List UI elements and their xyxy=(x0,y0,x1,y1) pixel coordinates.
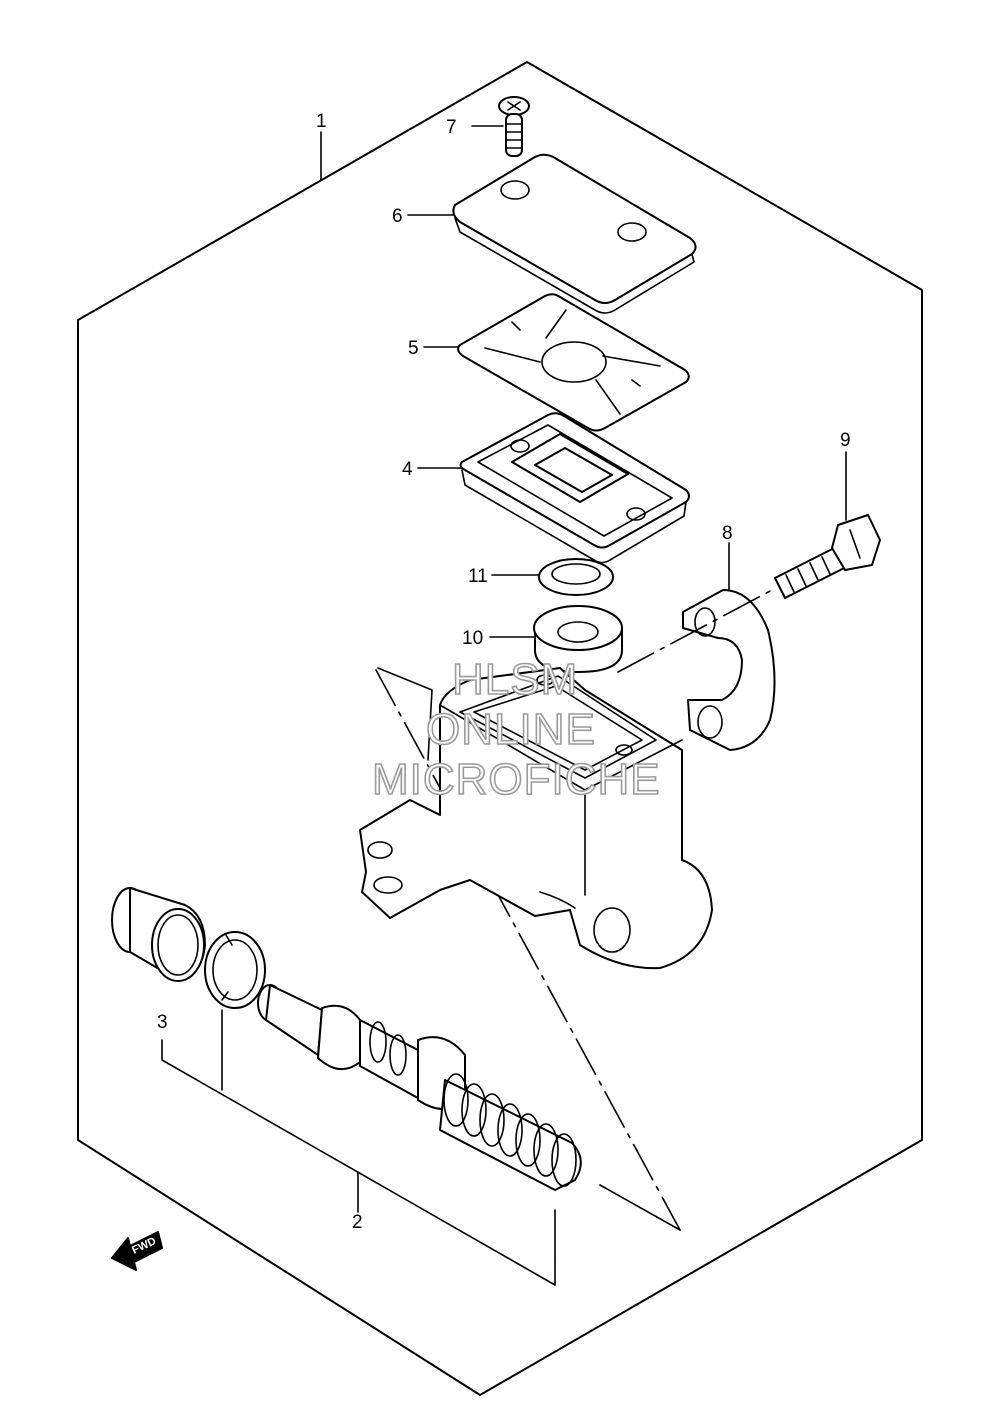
part-8-clamp xyxy=(682,589,776,751)
callout-11: 11 xyxy=(468,566,488,587)
watermark-line-3: MICROFICHE xyxy=(372,755,661,804)
part-6-cap xyxy=(452,153,697,314)
part-10-seal xyxy=(533,605,623,673)
callout-10: 10 xyxy=(462,628,483,649)
assembly-guide-lines xyxy=(375,589,773,1231)
fwd-direction-arrow: FWD xyxy=(111,1231,163,1271)
callout-8: 8 xyxy=(722,523,733,544)
return-spring xyxy=(443,1073,577,1187)
part-9-bolt xyxy=(774,514,881,599)
callout-4: 4 xyxy=(402,459,413,480)
watermark-line-2: ONLINE xyxy=(426,705,596,754)
watermark: HLSM ONLINE MICROFICHE xyxy=(371,654,661,805)
callout-1: 1 xyxy=(316,111,327,132)
callout-2: 2 xyxy=(352,1212,363,1233)
leader-lines xyxy=(161,125,847,1286)
master-cylinder-body xyxy=(359,667,713,970)
part-4-diaphragm xyxy=(459,412,690,564)
watermark-line-1: HLSM xyxy=(452,655,578,704)
callout-6: 6 xyxy=(392,206,403,227)
assembly-boundary xyxy=(77,61,923,1396)
callout-3: 3 xyxy=(157,1012,168,1033)
part-11-o-ring xyxy=(538,558,614,596)
part-3-circlip xyxy=(204,931,266,1009)
callout-9: 9 xyxy=(840,430,851,451)
callout-labels: 1 2 3 4 5 6 7 8 9 10 11 xyxy=(157,111,851,1233)
callout-7: 7 xyxy=(446,117,457,138)
part-3-boot xyxy=(111,887,206,982)
callout-5: 5 xyxy=(408,338,419,359)
part-7-screw xyxy=(498,96,530,157)
part-5-plate xyxy=(457,293,690,432)
part-2-piston-kit xyxy=(257,984,582,1191)
